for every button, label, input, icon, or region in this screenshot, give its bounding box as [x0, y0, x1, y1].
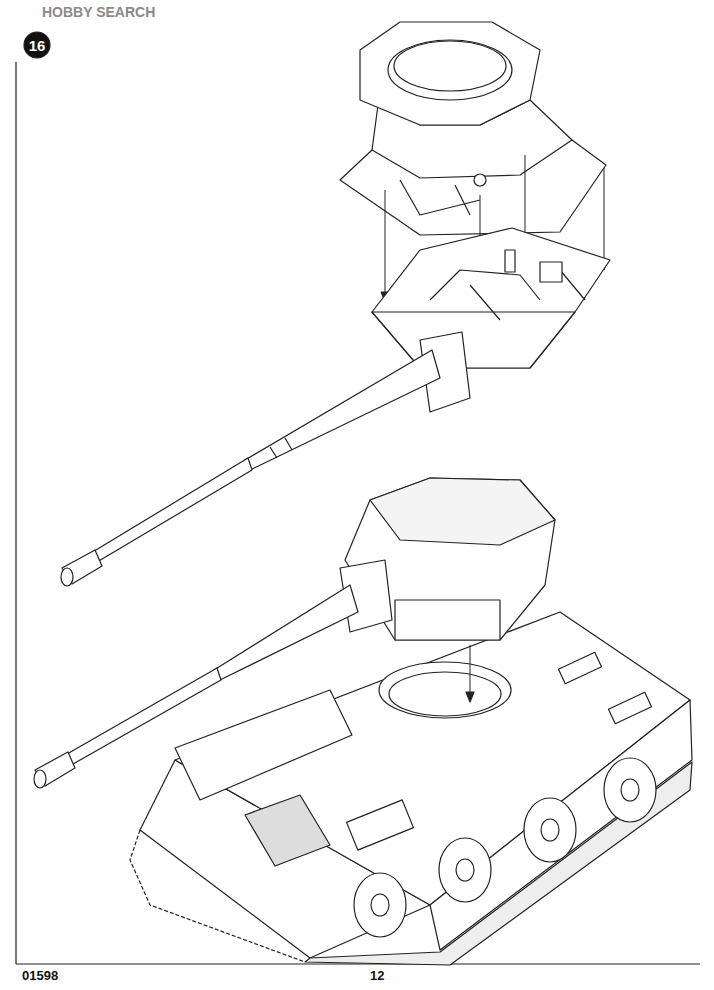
gun-barrel: [86, 458, 252, 565]
turret-ring: [389, 672, 501, 716]
road-wheels: [354, 758, 656, 937]
muzzle-brake: [34, 770, 46, 788]
frame-line: [15, 62, 16, 964]
interior-detail: [540, 262, 562, 282]
hull-side: [430, 700, 692, 950]
kit-number: 01598: [22, 968, 58, 983]
hatch: [608, 692, 651, 723]
barrel-joint: [285, 438, 292, 450]
assembly-arrow: [466, 692, 474, 702]
muzzle-brake: [61, 568, 73, 586]
engine-grille: [245, 795, 330, 866]
barrel-joint: [270, 447, 277, 458]
gun-barrel: [60, 668, 221, 768]
track: [305, 762, 692, 965]
interior-detail: [474, 174, 486, 186]
turret-base: [395, 600, 500, 640]
page-number: 12: [370, 968, 384, 983]
cupola-disk: [388, 40, 512, 100]
kit-drawing: [16, 22, 700, 965]
hatch: [558, 652, 601, 683]
turret-body: [372, 228, 610, 368]
watermark: HOBBY SEARCH: [42, 4, 155, 20]
step-number: 16: [29, 37, 46, 54]
interior-detail: [505, 250, 515, 272]
step-badge: [24, 32, 50, 58]
cupola-disk: [394, 41, 506, 91]
turret-body-front: [372, 312, 575, 368]
turret-ring: [379, 662, 511, 718]
track: [130, 830, 305, 962]
interior-detail: [400, 180, 480, 215]
casemate: [175, 690, 352, 800]
turret-roof: [360, 22, 540, 125]
gun-barrel: [245, 350, 440, 470]
turret-interior: [370, 478, 555, 545]
gun-barrel: [214, 585, 358, 680]
hatch: [347, 800, 414, 850]
